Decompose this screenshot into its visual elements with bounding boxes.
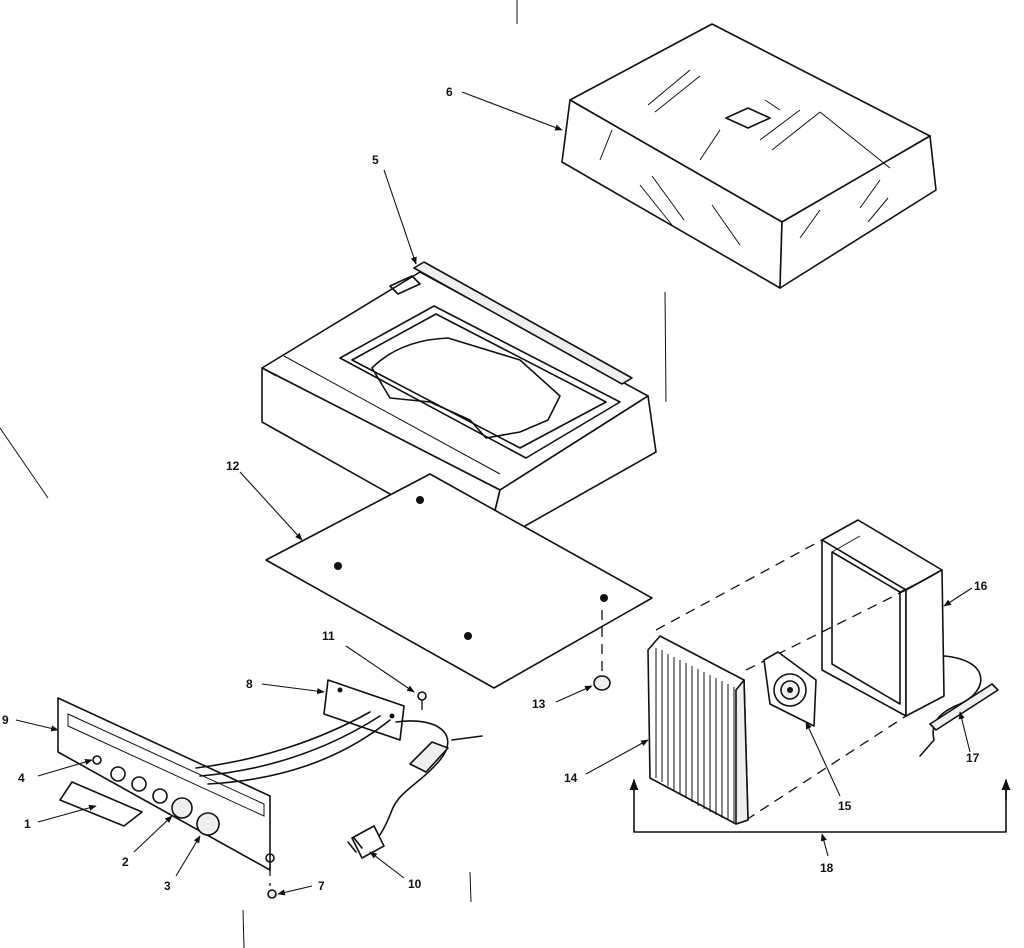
callout-3: 3 xyxy=(164,879,171,893)
callout-6: 6 xyxy=(446,85,453,99)
speaker-wire-icon xyxy=(919,655,999,757)
callout-12: 12 xyxy=(226,459,240,473)
callout-10: 10 xyxy=(408,877,422,891)
callout-17: 17 xyxy=(966,751,980,765)
scan-artifacts xyxy=(0,0,667,948)
speaker-cabinet-icon xyxy=(821,519,945,717)
callout-4: 4 xyxy=(18,771,25,785)
callout-8: 8 xyxy=(246,677,253,691)
screw-icon xyxy=(417,691,427,716)
callout-11: 11 xyxy=(322,629,335,643)
power-plug-icon xyxy=(347,825,385,859)
callout-16: 16 xyxy=(974,579,988,593)
callout-18: 18 xyxy=(820,861,834,875)
callout-2: 2 xyxy=(122,855,129,869)
leader-lines xyxy=(15,91,973,896)
callout-15: 15 xyxy=(838,799,852,813)
control-panel-icon xyxy=(57,697,277,899)
speaker-assembly-outline xyxy=(655,539,907,821)
speaker-driver-icon xyxy=(763,651,817,727)
wiring-harness-icon xyxy=(195,711,391,785)
speaker-grille-icon xyxy=(647,635,749,825)
rubber-foot-icon xyxy=(593,610,611,691)
power-cord-icon xyxy=(367,720,483,847)
callout-14: 14 xyxy=(564,771,578,785)
callout-1: 1 xyxy=(24,817,31,831)
callout-7: 7 xyxy=(318,879,325,893)
callout-9: 9 xyxy=(2,713,9,727)
speaker-assembly-bracket xyxy=(629,778,1011,833)
bottom-plate-icon xyxy=(265,473,653,689)
mounting-bracket-icon xyxy=(323,679,405,741)
callout-labels: 6 5 12 11 8 9 4 1 2 3 7 10 13 14 15 16 1… xyxy=(2,85,988,893)
dust-cover-icon xyxy=(561,23,937,289)
callout-13: 13 xyxy=(532,697,546,711)
callout-5: 5 xyxy=(372,153,379,167)
